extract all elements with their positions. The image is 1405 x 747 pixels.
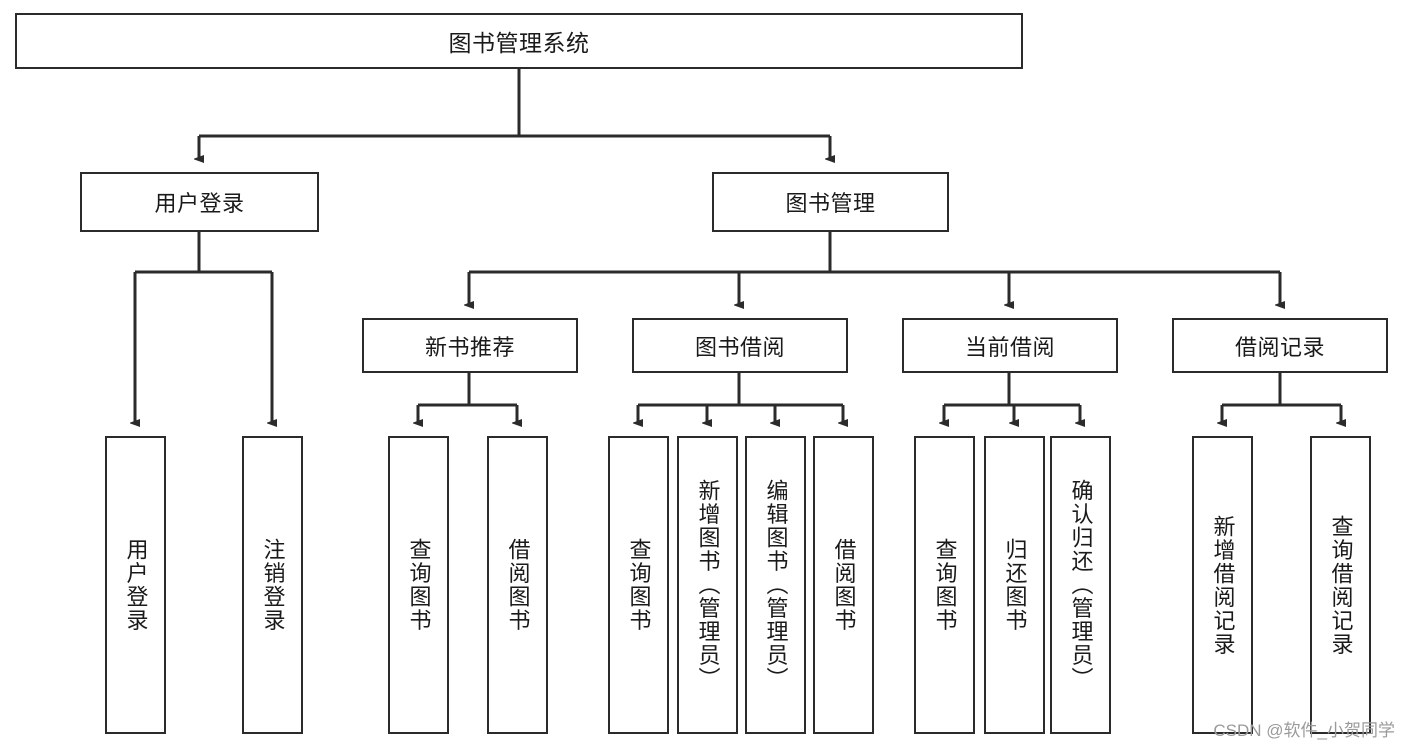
- node-leaf-borrow-book-label: 借阅图书: [831, 538, 857, 632]
- csdn-watermark: CSDN @软件_小贺同学: [1213, 721, 1395, 740]
- node-leaf-query-book-borrow-label: 查询图书: [626, 538, 652, 632]
- node-leaf-query-book-rec[interactable]: 查询图书: [388, 436, 449, 734]
- node-root-label: 图书管理系统: [448, 30, 590, 56]
- node-leaf-query-record[interactable]: 查询借阅记录: [1310, 436, 1371, 734]
- node-new-book-rec-label: 新书推荐: [424, 334, 515, 360]
- node-book-manage-label: 图书管理: [785, 191, 876, 216]
- node-borrow-record-label: 借阅记录: [1234, 334, 1325, 360]
- node-book-manage[interactable]: 图书管理: [712, 172, 949, 232]
- node-root[interactable]: 图书管理系统: [15, 13, 1023, 69]
- node-leaf-user-login-label: 用户登录: [123, 538, 149, 632]
- node-leaf-edit-book[interactable]: 编辑图书（管理员）: [745, 436, 806, 734]
- node-leaf-return-book-label: 归还图书: [1002, 538, 1028, 632]
- node-leaf-query-book-borrow[interactable]: 查询图书: [608, 436, 669, 734]
- node-leaf-add-record[interactable]: 新增借阅记录: [1192, 436, 1253, 734]
- node-leaf-user-logout-label: 注销登录: [260, 538, 286, 632]
- node-user-login[interactable]: 用户登录: [80, 172, 319, 232]
- node-leaf-query-record-label: 查询借阅记录: [1328, 514, 1354, 656]
- node-leaf-borrow-book-rec[interactable]: 借阅图书: [487, 436, 548, 734]
- node-borrow-record[interactable]: 借阅记录: [1172, 318, 1388, 373]
- node-leaf-return-book[interactable]: 归还图书: [984, 436, 1045, 734]
- node-leaf-edit-book-label: 编辑图书（管理员）: [763, 479, 789, 691]
- node-book-borrow[interactable]: 图书借阅: [632, 318, 848, 373]
- node-book-borrow-label: 图书借阅: [694, 334, 785, 360]
- node-user-login-label: 用户登录: [154, 191, 245, 216]
- node-leaf-confirm-return[interactable]: 确认归还（管理员）: [1050, 436, 1111, 734]
- node-leaf-add-book-label: 新增图书（管理员）: [695, 479, 721, 691]
- node-current-borrow-label: 当前借阅: [964, 334, 1055, 360]
- node-leaf-query-book-cur-label: 查询图书: [932, 538, 958, 632]
- node-leaf-add-book[interactable]: 新增图书（管理员）: [677, 436, 738, 734]
- node-leaf-add-record-label: 新增借阅记录: [1210, 514, 1236, 656]
- node-leaf-query-book-rec-label: 查询图书: [406, 538, 432, 632]
- node-leaf-borrow-book[interactable]: 借阅图书: [813, 436, 874, 734]
- node-new-book-rec[interactable]: 新书推荐: [362, 318, 578, 373]
- node-leaf-confirm-return-label: 确认归还（管理员）: [1068, 479, 1094, 691]
- node-leaf-user-login[interactable]: 用户登录: [105, 436, 166, 734]
- node-leaf-borrow-book-rec-label: 借阅图书: [505, 538, 531, 632]
- node-leaf-user-logout[interactable]: 注销登录: [242, 436, 303, 734]
- node-current-borrow[interactable]: 当前借阅: [902, 318, 1118, 373]
- node-leaf-query-book-cur[interactable]: 查询图书: [914, 436, 975, 734]
